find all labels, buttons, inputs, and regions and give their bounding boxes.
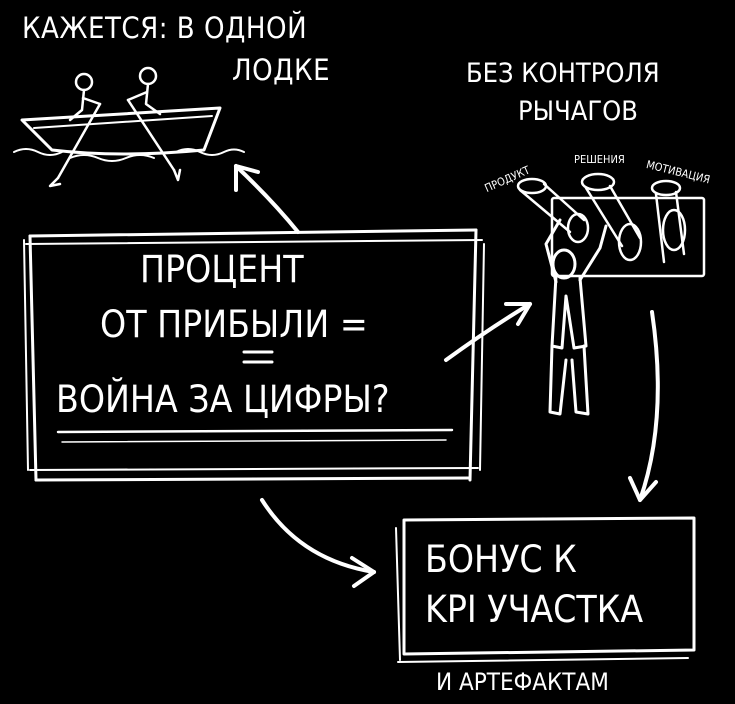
rower-right-icon [126, 66, 182, 182]
arrow-to-levers [444, 302, 532, 362]
person-figure-icon [544, 218, 608, 416]
lever-panel-frame [550, 196, 706, 278]
arrow-down-to-bonus [628, 310, 660, 502]
center-box-frame [23, 228, 485, 482]
bonus-box-frame [395, 516, 696, 663]
bonus-box-caption: И АРТЕФАКТАМ [436, 668, 609, 696]
center-box-line-1: ПРОЦЕНТ [140, 248, 304, 291]
rower-left-icon [48, 72, 102, 188]
lever-panel [516, 172, 706, 278]
levers-caption-line-1: БЕЗ КОНТРОЛЯ [466, 58, 660, 89]
lever-label-decisions: РЕШЕНИЯ [574, 153, 625, 166]
levers-caption-line-2: РЫЧАГОВ [518, 96, 638, 127]
lever-decisions-icon [580, 172, 643, 262]
boat-caption-line-2: ЛОДКЕ [232, 53, 331, 87]
boat-hull-icon [20, 106, 222, 156]
boat-illustration [13, 66, 245, 188]
center-box-line-2: ОТ ПРИБЫЛИ = [100, 303, 368, 346]
center-box-line-3: ВОЙНА ЗА ЦИФРЫ? [56, 378, 390, 421]
lever-motivation-icon [650, 179, 687, 264]
bonus-box-line-1: БОНУС К [425, 538, 577, 581]
boat-caption-line-1: КАЖЕТСЯ: В ОДНОЙ [22, 11, 308, 45]
arrow-to-boat [234, 164, 300, 234]
arrow-to-bonus [260, 498, 376, 588]
lever-product-icon [516, 177, 590, 244]
bonus-box-line-2: KPI УЧАСТКА [425, 588, 644, 631]
water-waves-icon [13, 148, 245, 162]
